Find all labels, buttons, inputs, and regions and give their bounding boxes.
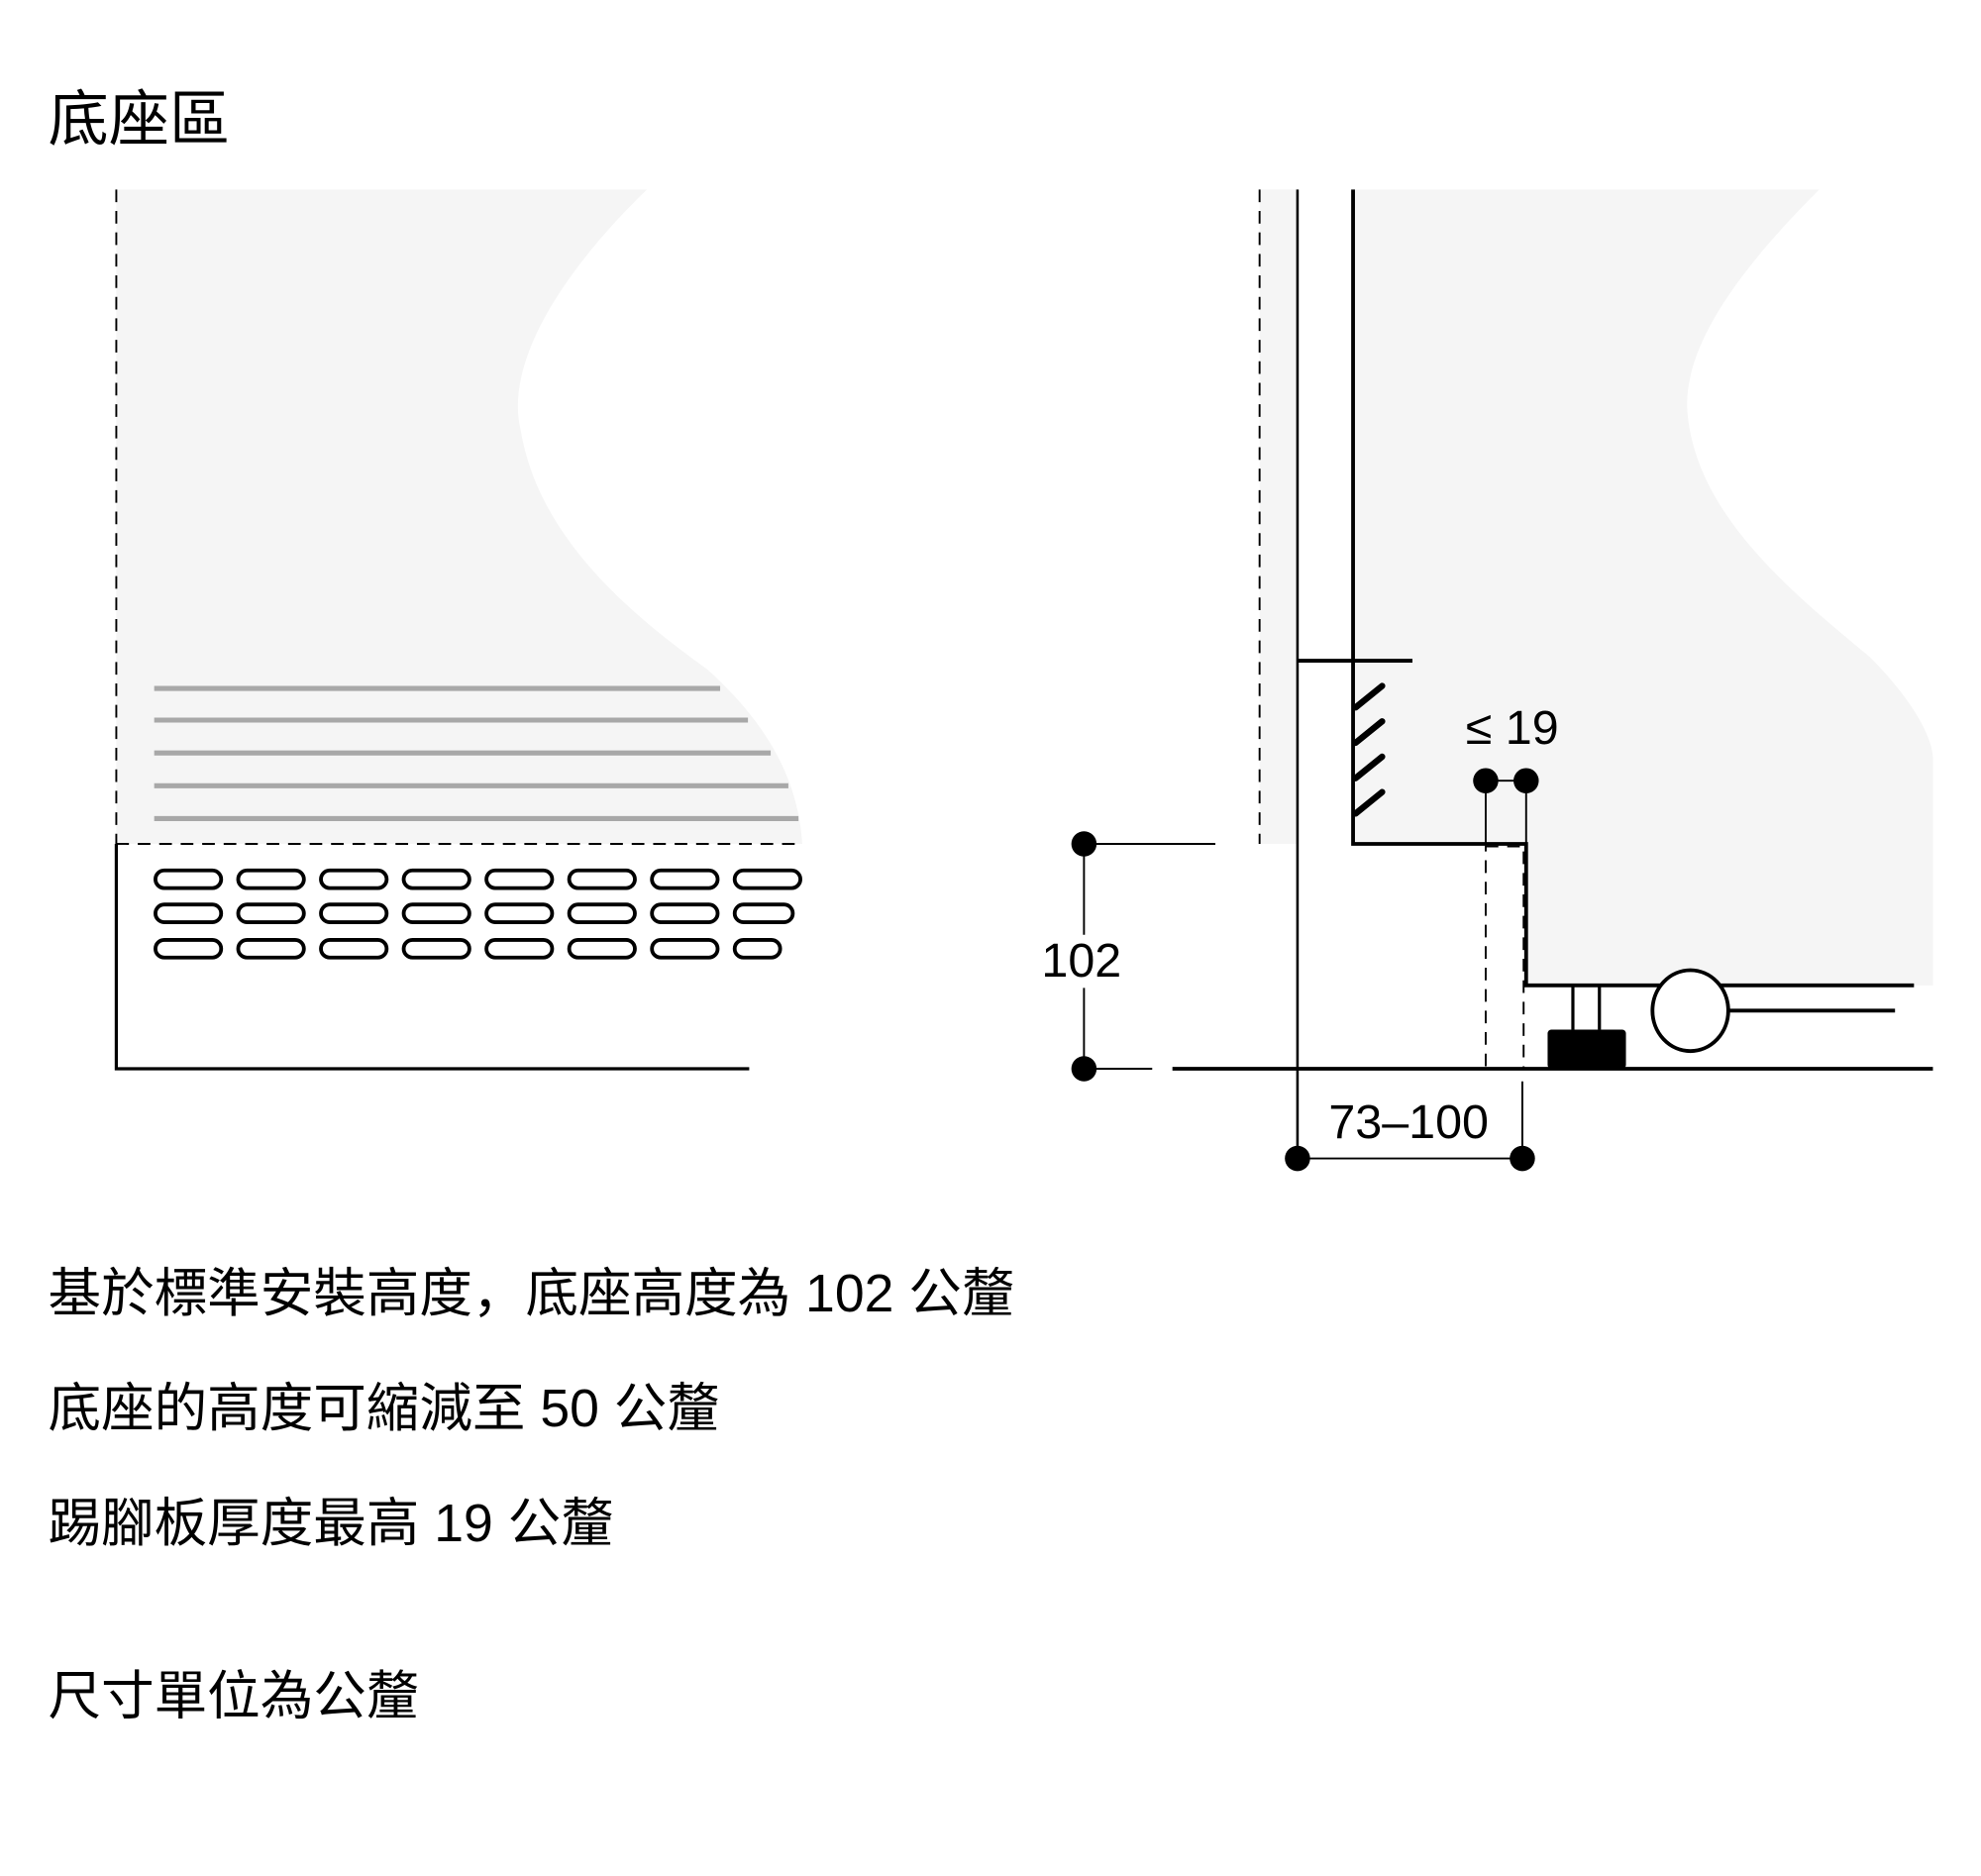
wheel xyxy=(1650,968,1896,1054)
wall-hatch xyxy=(1352,682,1386,817)
vent-slot xyxy=(567,937,637,960)
vent-slot xyxy=(319,937,389,960)
vent-slot xyxy=(401,937,471,960)
vent-slot xyxy=(732,902,795,924)
page-title: 底座區 xyxy=(49,86,231,154)
vent-slot xyxy=(567,902,637,924)
units-note: 尺寸單位為公釐 xyxy=(49,1668,420,1726)
vent-slot xyxy=(650,902,720,924)
vent-slot xyxy=(319,902,389,924)
side-section: 102 ≤ 19 73–100 xyxy=(1041,189,1933,1172)
note-kickboard: 踢腳板厚度最高 19 公釐 xyxy=(49,1495,614,1553)
adjustable-foot xyxy=(1547,985,1626,1070)
vent-slot xyxy=(236,868,306,890)
vent-slot xyxy=(154,902,224,924)
vent-slot xyxy=(154,868,224,890)
vent-slot xyxy=(650,868,720,890)
vent-slot xyxy=(401,902,471,924)
vent-slot xyxy=(732,937,782,960)
vent-slot xyxy=(650,937,720,960)
dimension-plinth-height: 102 xyxy=(1041,831,1216,1082)
vent-slot xyxy=(732,868,802,890)
vent-slot xyxy=(484,868,555,890)
dimension-kickboard: ≤ 19 xyxy=(1466,701,1559,844)
plinth-height-label: 102 xyxy=(1041,934,1121,988)
vent-slot xyxy=(484,902,555,924)
vent-slot xyxy=(154,937,224,960)
appliance-side-fill xyxy=(1353,189,1933,986)
grille-lines xyxy=(154,685,799,822)
kickboard-dashed xyxy=(1485,845,1525,1070)
vent-slot xyxy=(236,937,306,960)
vent-slot xyxy=(567,868,637,890)
plinth-outline xyxy=(114,843,750,1071)
front-view xyxy=(114,189,802,1071)
vent-slot xyxy=(319,868,389,890)
appliance-front-fill xyxy=(116,189,802,844)
ventilation-slots xyxy=(154,868,802,960)
note-standard-height: 基於標準安裝高度，底座高度為 102 公釐 xyxy=(49,1265,1015,1323)
kickboard-thickness-label: ≤ 19 xyxy=(1466,701,1559,755)
vent-slot xyxy=(236,902,306,924)
vent-slot xyxy=(484,937,555,960)
vent-slot xyxy=(401,868,471,890)
dimension-depth: 73–100 xyxy=(1285,1081,1535,1172)
note-min-height: 底座的高度可縮減至 50 公釐 xyxy=(49,1380,720,1438)
cabinet-front-fill xyxy=(1259,189,1298,844)
depth-range-label: 73–100 xyxy=(1328,1095,1489,1149)
